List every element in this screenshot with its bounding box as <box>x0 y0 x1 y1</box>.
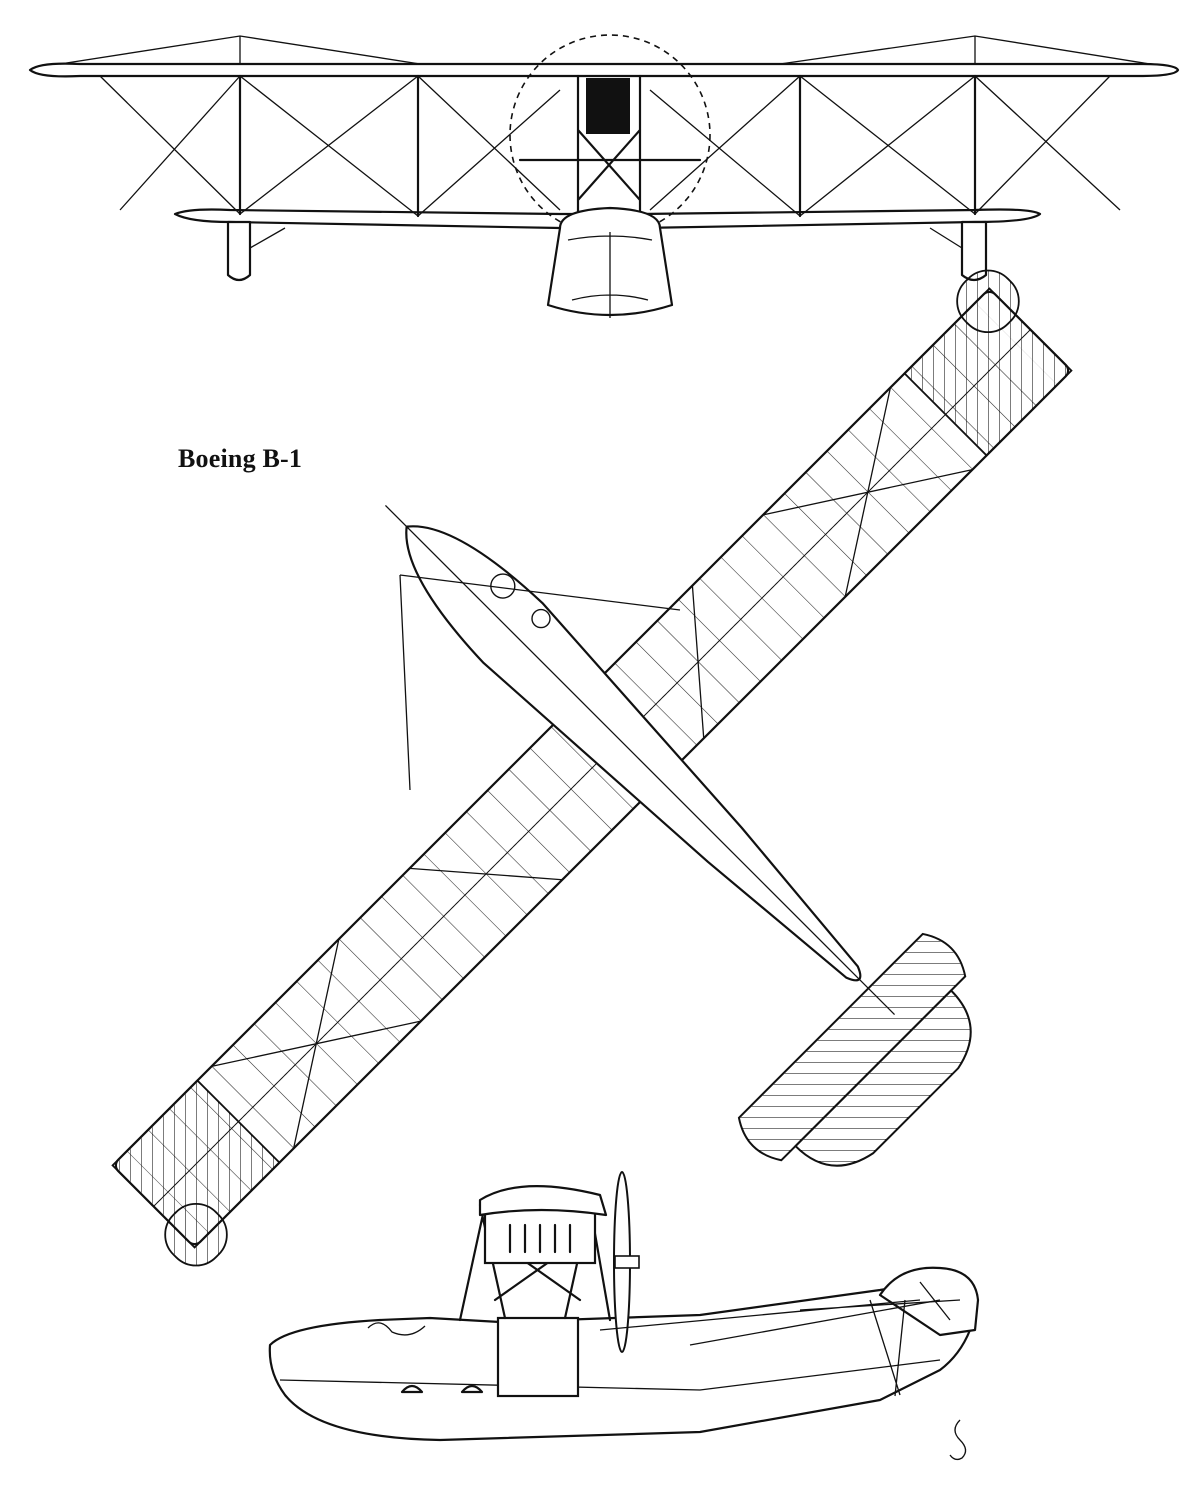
bracing-wires <box>99 75 1121 217</box>
float-left <box>226 220 252 282</box>
elevator <box>794 989 972 1167</box>
side-view <box>268 1171 980 1461</box>
artist-mark <box>949 1419 967 1461</box>
drawing-title: Boeing B-1 <box>178 444 303 473</box>
hull-side <box>268 1278 977 1442</box>
interplane-struts <box>238 74 977 218</box>
upper-wing <box>28 62 1180 78</box>
tailplane <box>737 932 967 1162</box>
top-view <box>111 269 1073 1267</box>
engine <box>586 78 630 134</box>
front-view <box>28 34 1180 318</box>
hull-step <box>496 1316 580 1398</box>
